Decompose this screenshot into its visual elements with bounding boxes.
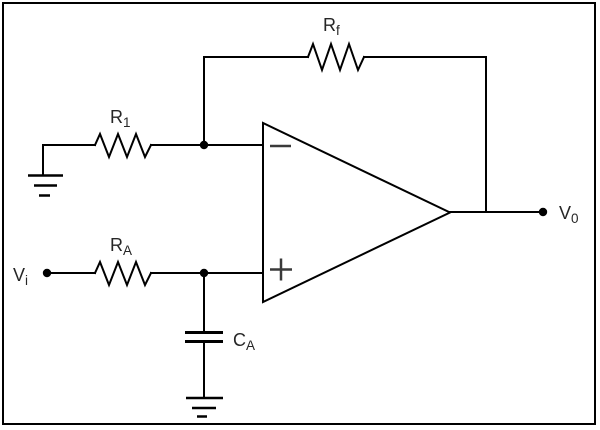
diagram-border xyxy=(2,2,596,425)
label-vo-sub: 0 xyxy=(571,211,579,226)
label-ca-main: C xyxy=(233,330,246,350)
label-vi: Vi xyxy=(13,265,28,288)
label-ra: RA xyxy=(110,235,132,258)
opamp-triangle-icon xyxy=(262,121,453,304)
ground-bottom-icon xyxy=(186,396,223,418)
plus-icon xyxy=(270,258,292,281)
label-vi-main: V xyxy=(13,265,25,285)
ground-left-icon xyxy=(28,174,63,197)
feedback-branch xyxy=(203,40,487,213)
label-rf-main: R xyxy=(323,15,336,35)
resistor-r1-icon xyxy=(93,131,153,160)
label-vi-sub: i xyxy=(25,273,28,288)
feedback-wire-right xyxy=(363,56,487,213)
label-ra-main: R xyxy=(110,235,123,255)
label-rf-sub: f xyxy=(336,23,340,38)
terminal-dot-vo xyxy=(538,207,548,217)
junction-dot-inverting xyxy=(199,140,209,150)
capacitor-branch xyxy=(185,272,223,418)
label-r1: R1 xyxy=(110,107,131,130)
label-vo-main: V xyxy=(559,203,571,223)
label-vo: V0 xyxy=(559,203,579,226)
inverting-input-branch xyxy=(28,131,264,197)
feedback-wire-left xyxy=(203,56,309,146)
label-ca: CA xyxy=(233,330,255,353)
label-ra-sub: A xyxy=(123,243,132,258)
capacitor-ca-icon xyxy=(185,331,223,343)
ground-stub-wire xyxy=(42,144,96,176)
label-ca-sub: A xyxy=(246,338,255,353)
label-r1-main: R xyxy=(110,107,123,127)
noninverting-input-branch xyxy=(42,259,264,288)
resistor-ra-icon xyxy=(93,259,153,288)
opamp xyxy=(262,121,453,304)
label-r1-sub: 1 xyxy=(123,115,131,130)
resistor-rf-icon xyxy=(306,40,366,74)
output-branch xyxy=(449,207,548,217)
label-rf: Rf xyxy=(323,15,340,38)
